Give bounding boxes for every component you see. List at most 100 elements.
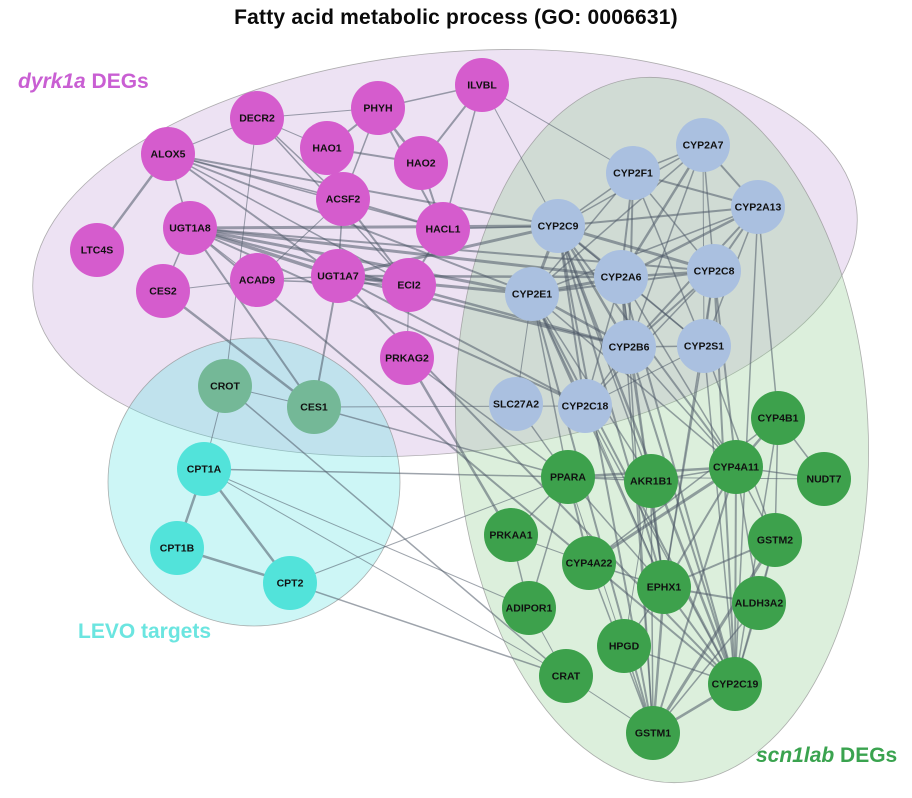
node-CYP4A22[interactable]: CYP4A22 [562,536,616,590]
node-ACSF2[interactable]: ACSF2 [316,172,370,226]
edge-UGT1A7-CYP2C18 [337,275,586,407]
node-circle-CYP4A22[interactable] [562,536,616,590]
node-circle-UGT1A8[interactable] [163,201,217,255]
node-CYP2S1[interactable]: CYP2S1 [677,319,731,373]
node-CYP2A13[interactable]: CYP2A13 [731,180,785,234]
node-UGT1A7[interactable]: UGT1A7 [311,249,365,303]
node-CYP2F1[interactable]: CYP2F1 [606,146,660,200]
node-circle-NUDT7[interactable] [797,452,851,506]
node-circle-EPHX1[interactable] [637,560,691,614]
node-EPHX1[interactable]: EPHX1 [637,560,691,614]
node-CES2[interactable]: CES2 [136,264,190,318]
node-circle-CYP2A13[interactable] [731,180,785,234]
node-HACL1[interactable]: HACL1 [416,202,470,256]
node-circle-CES1[interactable] [287,380,341,434]
edge-CYP2S1-CYP2C19 [703,345,736,685]
node-DECR2[interactable]: DECR2 [230,91,284,145]
node-CYP2A6[interactable]: CYP2A6 [594,250,648,304]
node-CYP4A11[interactable]: CYP4A11 [709,440,763,494]
node-CYP2E1[interactable]: CYP2E1 [505,267,559,321]
node-circle-HPGD[interactable] [597,619,651,673]
node-CPT1A[interactable]: CPT1A [177,442,231,496]
node-circle-CYP2C19[interactable] [708,657,762,711]
node-label-CYP2E1: CYP2E1 [512,289,552,301]
node-circle-CYP2B6[interactable] [602,320,656,374]
node-AKR1B1[interactable]: AKR1B1 [624,454,678,508]
node-circle-CYP2S1[interactable] [677,319,731,373]
node-ACAD9[interactable]: ACAD9 [230,253,284,307]
node-circle-PPARA[interactable] [541,450,595,504]
node-circle-CYP2A7[interactable] [676,118,730,172]
node-circle-ACSF2[interactable] [316,172,370,226]
node-circle-PHYH[interactable] [351,81,405,135]
node-circle-PRKAG2[interactable] [380,331,434,385]
node-CYP2C19[interactable]: CYP2C19 [708,657,762,711]
node-circle-ACAD9[interactable] [230,253,284,307]
node-CPT1B[interactable]: CPT1B [150,521,204,575]
node-HAO2[interactable]: HAO2 [394,136,448,190]
node-CYP2C9[interactable]: CYP2C9 [531,199,585,253]
node-circle-ALDH3A2[interactable] [732,576,786,630]
node-CPT2[interactable]: CPT2 [263,556,317,610]
node-UGT1A8[interactable]: UGT1A8 [163,201,217,255]
node-circle-PRKAA1[interactable] [484,508,538,562]
node-CYP2C18[interactable]: CYP2C18 [558,379,612,433]
node-CES1[interactable]: CES1 [287,380,341,434]
node-ALOX5[interactable]: ALOX5 [141,127,195,181]
node-circle-SLC27A2[interactable] [489,377,543,431]
node-label-PRKAA1: PRKAA1 [489,530,532,542]
node-PRKAA1[interactable]: PRKAA1 [484,508,538,562]
node-GSTM1[interactable]: GSTM1 [626,706,680,760]
node-circle-CPT1A[interactable] [177,442,231,496]
node-circle-ECI2[interactable] [382,258,436,312]
node-HPGD[interactable]: HPGD [597,619,651,673]
node-PPARA[interactable]: PPARA [541,450,595,504]
node-circle-CYP2F1[interactable] [606,146,660,200]
node-circle-CYP2C18[interactable] [558,379,612,433]
node-SLC27A2[interactable]: SLC27A2 [489,377,543,431]
node-ADIPOR1[interactable]: ADIPOR1 [502,581,556,635]
node-ECI2[interactable]: ECI2 [382,258,436,312]
node-CROT[interactable]: CROT [198,359,252,413]
edge-CYP4A11-GSTM1 [652,466,737,734]
node-circle-ADIPOR1[interactable] [502,581,556,635]
node-ILVBL[interactable]: ILVBL [455,58,509,112]
node-circle-CPT2[interactable] [263,556,317,610]
node-CYP2C8[interactable]: CYP2C8 [687,244,741,298]
node-circle-CYP2A6[interactable] [594,250,648,304]
node-circle-CYP4A11[interactable] [709,440,763,494]
node-circle-CRAT[interactable] [539,649,593,703]
node-label-CPT1B: CPT1B [160,543,195,555]
node-circle-UGT1A7[interactable] [311,249,365,303]
node-circle-HAO2[interactable] [394,136,448,190]
node-PRKAG2[interactable]: PRKAG2 [380,331,434,385]
node-circle-GSTM2[interactable] [748,513,802,567]
node-CYP2A7[interactable]: CYP2A7 [676,118,730,172]
node-circle-HAO1[interactable] [300,121,354,175]
node-circle-CYP2E1[interactable] [505,267,559,321]
node-circle-AKR1B1[interactable] [624,454,678,508]
node-label-CYP2C9: CYP2C9 [538,221,579,233]
node-GSTM2[interactable]: GSTM2 [748,513,802,567]
node-CYP4B1[interactable]: CYP4B1 [751,391,805,445]
node-circle-LTC4S[interactable] [70,223,124,277]
node-CYP2B6[interactable]: CYP2B6 [602,320,656,374]
node-ALDH3A2[interactable]: ALDH3A2 [732,576,786,630]
node-CRAT[interactable]: CRAT [539,649,593,703]
node-circle-CYP2C8[interactable] [687,244,741,298]
node-circle-CES2[interactable] [136,264,190,318]
node-circle-HACL1[interactable] [416,202,470,256]
node-LTC4S[interactable]: LTC4S [70,223,124,277]
node-PHYH[interactable]: PHYH [351,81,405,135]
node-circle-CYP2C9[interactable] [531,199,585,253]
node-circle-ILVBL[interactable] [455,58,509,112]
node-HAO1[interactable]: HAO1 [300,121,354,175]
node-NUDT7[interactable]: NUDT7 [797,452,851,506]
node-circle-CYP4B1[interactable] [751,391,805,445]
node-circle-ALOX5[interactable] [141,127,195,181]
node-circle-CPT1B[interactable] [150,521,204,575]
node-circle-CROT[interactable] [198,359,252,413]
node-label-NUDT7: NUDT7 [806,474,841,486]
node-circle-DECR2[interactable] [230,91,284,145]
node-circle-GSTM1[interactable] [626,706,680,760]
